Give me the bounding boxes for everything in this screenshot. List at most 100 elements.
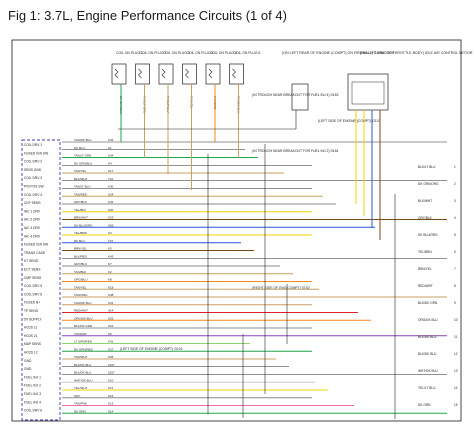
pcm-pin-label: P/N POS SW xyxy=(24,185,44,189)
right-wire-pin: 14 xyxy=(454,386,458,390)
idle-air-control-motor: (ON LEFT SIDE OF THROTTLE BODY) IDLE AIR… xyxy=(347,51,473,111)
ground-g101-label: (LEFT SIDE OF ENGINE (COMPT) G101 xyxy=(318,119,381,123)
left-wire-code: TAN/ORG xyxy=(74,293,88,297)
left-wire-code: YEL/BLK xyxy=(74,208,86,212)
coil-box xyxy=(182,63,197,85)
capacitor: (ON LEFT REAR OF ENGINE (COMPT) ON FIREW… xyxy=(282,51,395,111)
left-wire-pin: K37 xyxy=(108,347,114,351)
coil-symbol xyxy=(208,68,213,79)
left-wire-pin: K32 xyxy=(108,138,114,142)
left-wire-code: ORG/BLU xyxy=(74,278,88,282)
splice-s152-label: (RIGHT SIDE OF ENG COMPT) S152 xyxy=(252,286,310,290)
right-wire-code: DK GRN xyxy=(418,403,431,407)
left-wire-pin: K2 xyxy=(108,270,112,274)
right-wire-code: BLK/WHT xyxy=(418,199,432,203)
left-wire-pin: T41 xyxy=(108,177,114,181)
pcm-pin-label: CMP SENS xyxy=(24,276,42,280)
coil-connector: COIL ON PLUG 1DK GRN/BLU xyxy=(111,51,143,114)
right-wire-code: ORG/DK BLU xyxy=(418,318,438,322)
left-wire-pin: K10 xyxy=(108,378,114,382)
left-wire-pin: A14 xyxy=(108,309,114,313)
left-wire-code: ORG/DK BLU xyxy=(74,316,93,320)
left-wire-code: GRY/BLK xyxy=(74,262,87,266)
iac-box xyxy=(347,73,389,111)
pcm-pin-label: TRANS CASE xyxy=(24,251,46,255)
wire-group xyxy=(62,84,447,419)
coil-label: COIL ON PLUG 3 xyxy=(163,51,190,55)
left-wire-pin: K43 xyxy=(108,254,114,258)
left-wire-code: TAN/RED xyxy=(74,192,88,196)
right-wire-code: DK GRN/ORG xyxy=(418,182,439,186)
pcm-pin-label: COIL DRV 2 xyxy=(24,160,42,164)
left-wire-code: DK BLU xyxy=(74,146,85,150)
splice-s154-label: (IN TROUGH NEAR BREAKOUT FOR FUEL INJ 2)… xyxy=(252,149,339,153)
coil-symbol xyxy=(185,68,189,79)
left-wire-code: TAN/BLK xyxy=(74,270,86,274)
right-wire-pin: 10 xyxy=(454,318,458,322)
left-wire-code: DK GRN/RED xyxy=(74,347,94,351)
left-wire-pin: K31 xyxy=(108,301,114,305)
left-wire-code: BRN/YEL xyxy=(74,247,87,251)
pcm-pin-label: IAC 2 DRV xyxy=(24,218,41,222)
pcm-pin-label: CKP SENS xyxy=(24,201,41,205)
coil-label: COIL ON PLUG 5 xyxy=(210,51,237,55)
left-wire-code: TAN/LT BLU xyxy=(74,185,91,189)
right-wire-pin: 11 xyxy=(454,335,458,339)
left-wire-pin: K4 xyxy=(108,161,112,165)
splice-s153-label: (IN TROUGH NEAR BREAKOUT FOR FUEL INJ 4)… xyxy=(252,93,339,97)
left-wire-pin: K17 xyxy=(108,169,114,173)
figure-title: Fig 1: 3.7L, Engine Performance Circuits… xyxy=(8,8,287,23)
left-wire-pin: 2157 xyxy=(108,371,115,375)
left-wire-code: RED/WHT xyxy=(74,309,88,313)
left-wire-code: TAN/YEL xyxy=(74,285,87,289)
iac-label: (ON LEFT SIDE OF THROTTLE BODY) IDLE AIR… xyxy=(360,51,473,55)
left-wire-code: WHT/DK BLU xyxy=(74,378,93,382)
right-wire-code: BLK/LT BLU xyxy=(418,165,436,169)
right-wire-code: BRN/YEL xyxy=(418,267,432,271)
left-wire-code: TAN/DK BLU xyxy=(74,138,91,142)
coil-connector: COIL ON PLUG 5TAN/ORG xyxy=(205,51,237,110)
pcm-pin-label: FUSED IGN SW xyxy=(24,151,49,155)
left-wire-pin: K20 xyxy=(108,208,114,212)
left-wire-code: GRY xyxy=(74,394,80,398)
pcm-pin-label: IAC 1 DRV xyxy=(24,209,41,213)
left-wire-pin: 2157 xyxy=(108,363,115,367)
diagram-border xyxy=(11,39,462,422)
left-wire-code: TAN/PNK xyxy=(74,402,87,406)
coil-box xyxy=(111,63,127,85)
pcm-pin-label: FUSED IGN SW xyxy=(24,243,49,247)
pcm-pin-label: FUEL INJ 1 xyxy=(24,375,41,379)
left-wire-code: BLK/DK BLU xyxy=(74,363,91,367)
left-wire-code: BRN/WHT xyxy=(74,216,88,220)
left-wire-pin: K23 xyxy=(108,216,114,220)
pcm-pin-label: KT SENS xyxy=(24,259,39,263)
pcm-pin-label: COIL DRV 6 xyxy=(24,409,42,413)
iac-inner xyxy=(351,81,385,105)
right-wire-code: GRY/BLK xyxy=(418,216,433,220)
right-wire-code: BLK/DK GRN xyxy=(418,301,438,305)
left-wire-pin: K36 xyxy=(108,355,114,359)
left-wire-code: BLK/DK GRN xyxy=(74,324,92,328)
left-wire-code: DK GRN/BLU xyxy=(74,161,92,165)
capacitor-label: (ON LEFT REAR OF ENGINE (COMPT) ON FIREW… xyxy=(282,51,395,55)
left-wire-pin: K41 xyxy=(108,340,114,344)
coil-box xyxy=(205,63,221,85)
left-wire-pin: K18 xyxy=(108,285,114,289)
right-wire-pin: 1 xyxy=(454,165,456,169)
right-wire-pin: 4 xyxy=(454,216,456,220)
pcm-pin-label: COIL DRV 4 xyxy=(24,193,42,197)
right-wire-code: RED/WHT xyxy=(418,284,433,288)
left-wire-pin: K8 xyxy=(108,278,112,282)
coil-box xyxy=(135,63,150,85)
right-wire-code: YEL/LT BLU xyxy=(418,386,436,390)
pcm-pin-label: IAC 4 DRV xyxy=(24,234,41,238)
pcm-box xyxy=(21,139,61,421)
left-wire-code: VIO/WHT xyxy=(74,332,87,336)
left-wire-pin: K24 xyxy=(108,192,114,196)
